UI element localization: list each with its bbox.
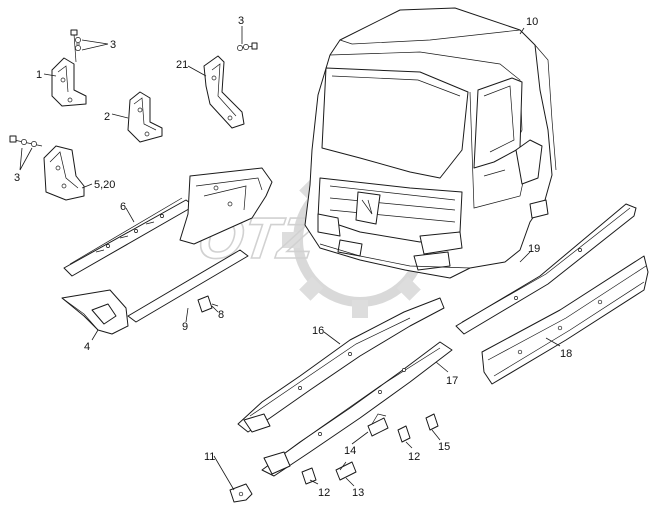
callout-3-left: 3 bbox=[14, 172, 20, 184]
callout-14: 14 bbox=[344, 445, 356, 457]
callout-6: 6 bbox=[120, 201, 126, 213]
member-part-16 bbox=[237, 297, 445, 433]
bolt-set-part-3-upper-left bbox=[70, 29, 81, 63]
callout-12-lower: 12 bbox=[318, 487, 330, 499]
bolt-set-part-3-left bbox=[9, 135, 43, 147]
clip-part-13 bbox=[335, 461, 357, 481]
callout-labels: 10 3 3 3 1 21 2 5,20 6 4 9 8 19 16 17 18… bbox=[14, 15, 572, 499]
clip-part-12-upper bbox=[397, 425, 411, 443]
callout-9: 9 bbox=[182, 321, 188, 333]
callout-2: 2 bbox=[104, 111, 110, 123]
callout-16: 16 bbox=[312, 325, 324, 337]
callout-21: 21 bbox=[176, 59, 188, 71]
bolt-set-part-3-upper-middle bbox=[237, 42, 258, 51]
callout-13: 13 bbox=[352, 487, 364, 499]
clip-part-12-lower bbox=[301, 467, 317, 485]
callout-19: 19 bbox=[528, 243, 540, 255]
watermark-logo: OTZ bbox=[193, 162, 438, 318]
clip-part-15 bbox=[425, 413, 439, 431]
callout-17: 17 bbox=[446, 375, 458, 387]
bracket-part-5-20 bbox=[43, 145, 85, 201]
member-part-9 bbox=[127, 167, 273, 323]
cab-assembly bbox=[304, 7, 557, 279]
callout-10: 10 bbox=[526, 16, 538, 28]
callout-3-upper-left: 3 bbox=[110, 39, 116, 51]
callout-12-upper: 12 bbox=[408, 451, 420, 463]
callout-3-upper-middle: 3 bbox=[238, 15, 244, 27]
callout-1: 1 bbox=[36, 69, 42, 81]
callout-8: 8 bbox=[218, 309, 224, 321]
bracket-part-2 bbox=[127, 91, 163, 143]
clip-part-14 bbox=[367, 413, 389, 437]
rail-part-6 bbox=[63, 197, 195, 277]
callout-5-20: 5,20 bbox=[94, 179, 115, 191]
bracket-part-1 bbox=[51, 57, 87, 107]
bracket-part-4 bbox=[61, 289, 129, 335]
callout-11: 11 bbox=[204, 451, 215, 463]
member-part-17 bbox=[261, 341, 453, 477]
member-part-18 bbox=[481, 255, 649, 385]
callout-18: 18 bbox=[560, 348, 572, 360]
leader-lines bbox=[19, 26, 561, 491]
callout-15: 15 bbox=[438, 441, 450, 453]
clip-part-8 bbox=[197, 295, 219, 313]
member-part-19 bbox=[455, 203, 637, 335]
bracket-part-11 bbox=[229, 483, 253, 503]
bracket-part-21 bbox=[203, 55, 245, 129]
callout-4: 4 bbox=[84, 341, 90, 353]
